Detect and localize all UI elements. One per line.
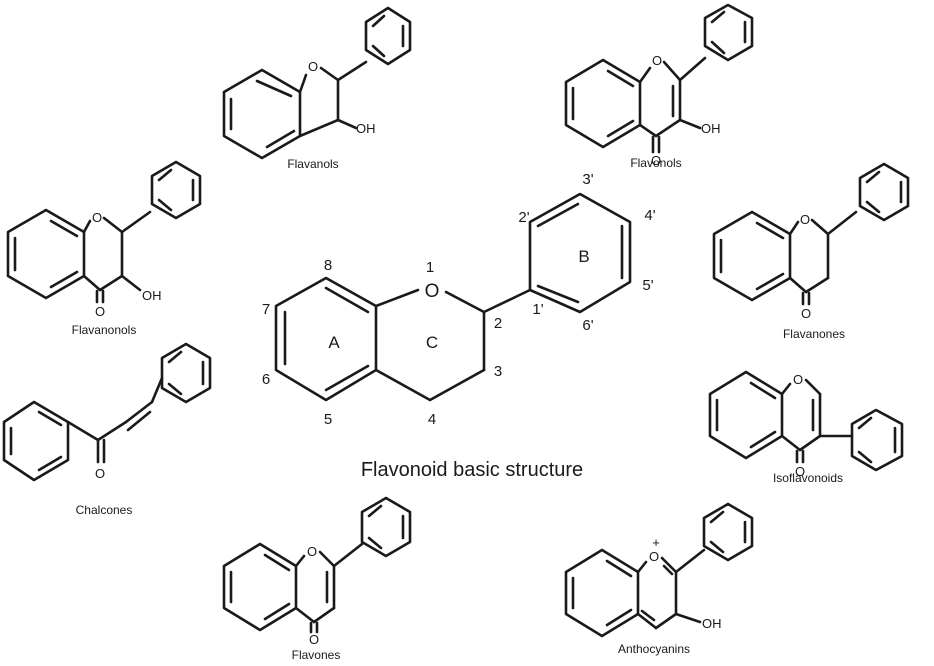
bonds [2, 342, 212, 482]
bonds [274, 192, 632, 402]
molecule-chalcones: O Chalcones [2, 342, 212, 517]
position-1-prime-label: 1' [532, 301, 543, 318]
oxonium-charge-label: + [652, 535, 660, 550]
position-6-label: 6 [262, 371, 270, 388]
molecule-isoflavonoids: O O Isoflavonoids [708, 370, 904, 485]
ketone-oxygen-label: O [795, 464, 805, 479]
position-4-label: 4 [428, 411, 436, 428]
molecule-basic-structure: O A C B 1 2 3 4 5 6 7 8 1' 2' 3' 4' 5' 6… [262, 171, 656, 481]
hydroxyl-label: OH [142, 288, 162, 303]
ring-oxygen-label: O [307, 544, 317, 559]
class-name-anthocyanins: Anthocyanins [618, 642, 690, 656]
ring-oxygen-label: O [92, 210, 102, 225]
molecule-flavonols: O O OH Flavonols [564, 3, 754, 170]
position-3-label: 3 [494, 363, 502, 380]
diagram-title: Flavonoid basic structure [361, 459, 583, 481]
ketone-oxygen-label: O [801, 306, 811, 321]
bonds [6, 160, 202, 304]
bonds [564, 3, 754, 154]
class-name-flavanones: Flavanones [783, 327, 845, 341]
hydroxyl-label: OH [356, 121, 376, 136]
position-5-label: 5 [324, 411, 332, 428]
position-2-prime-label: 2' [518, 209, 529, 226]
class-name-chalcones: Chalcones [76, 503, 133, 517]
position-2-label: 2 [494, 315, 502, 332]
bonds [222, 6, 412, 160]
position-1-label: 1 [426, 259, 434, 276]
molecule-anthocyanins: O + OH Anthocyanins [564, 502, 754, 656]
bonds [712, 162, 910, 306]
ketone-oxygen-label: O [95, 466, 105, 481]
position-3-prime-label: 3' [582, 171, 593, 188]
hydroxyl-label: OH [701, 121, 721, 136]
bonds [222, 496, 412, 634]
position-7-label: 7 [262, 301, 270, 318]
position-4-prime-label: 4' [644, 207, 655, 224]
class-name-flavanols: Flavanols [287, 157, 338, 171]
molecule-flavanonols: O O OH Flavanonols [6, 160, 202, 337]
ring-oxygen-label: O [308, 59, 318, 74]
ring-label-a: A [328, 333, 340, 352]
molecule-flavanols: O OH Flavanols [222, 6, 412, 171]
class-name-flavones: Flavones [292, 648, 341, 661]
bonds [564, 502, 754, 638]
class-name-flavonols: Flavonols [630, 156, 681, 170]
ring-oxygen-label: O [793, 372, 803, 387]
hydroxyl-label: OH [702, 616, 722, 631]
molecule-flavones: O O Flavones [222, 496, 412, 662]
ring-label-b: B [578, 247, 589, 266]
ring-oxygen-label: O [800, 212, 810, 227]
bonds [708, 370, 904, 472]
position-8-label: 8 [324, 257, 332, 274]
ketone-oxygen-label: O [95, 304, 105, 319]
ring-oxygen-label: O [652, 53, 662, 68]
position-5-prime-label: 5' [642, 277, 653, 294]
ketone-oxygen-label: O [309, 632, 319, 647]
ring-label-c: C [426, 333, 438, 352]
class-name-isoflavonoids: Isoflavonoids [773, 471, 843, 485]
position-6-prime-label: 6' [582, 317, 593, 334]
ring-oxygen-label: O [649, 549, 659, 564]
molecule-flavanones: O O Flavanones [712, 162, 910, 341]
ketone-oxygen-label: O [651, 153, 661, 168]
ring-oxygen-label: O [425, 281, 440, 302]
class-name-flavanonols: Flavanonols [72, 323, 137, 337]
